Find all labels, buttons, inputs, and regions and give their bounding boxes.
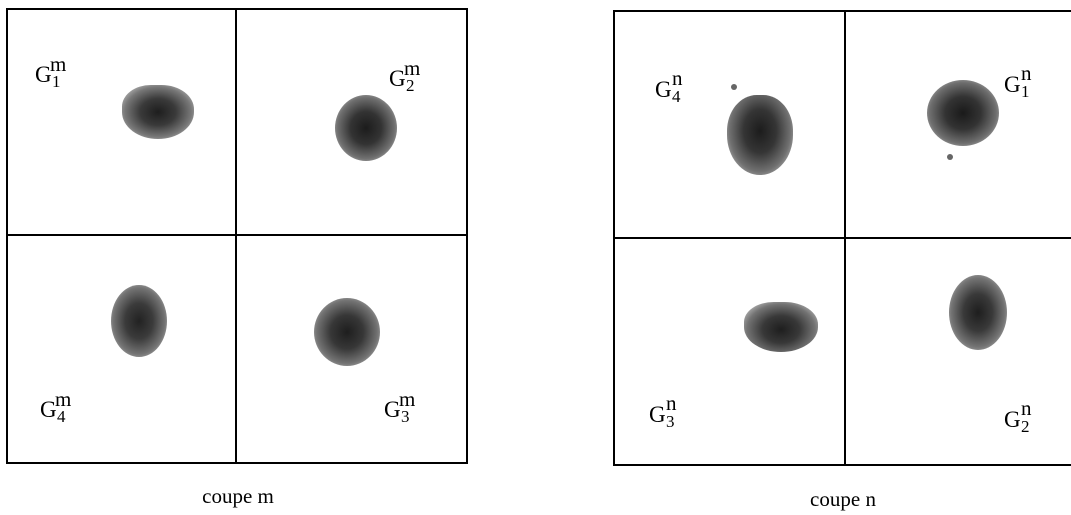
label-g4-n: G n 4	[655, 66, 683, 106]
spot-g4-m	[111, 285, 167, 357]
label-g3-m: G m 3	[384, 387, 416, 426]
label-g1-n: G n 1	[1004, 61, 1032, 101]
caption-coupe-m: coupe m	[202, 484, 274, 508]
label-g1-m: G m 1	[35, 52, 67, 91]
divider-horizontal-m	[6, 234, 468, 236]
spot-g1-m	[122, 85, 194, 139]
spot-g3-n	[744, 302, 818, 352]
label-g3-n: G n 3	[649, 391, 677, 431]
divider-vertical-m	[235, 8, 237, 464]
panel-coupe-m	[6, 8, 468, 464]
caption-coupe-n: coupe n	[810, 487, 876, 511]
label-g2-n: G n 2	[1004, 396, 1032, 436]
spot-g1-n	[927, 80, 999, 146]
label-g4-m: G m 4	[40, 387, 72, 426]
spot-g2-m	[335, 95, 397, 161]
label-g2-m: G m 2	[389, 56, 421, 95]
divider-horizontal-n	[613, 237, 1071, 239]
spot-g1-n-speck	[947, 154, 953, 160]
spot-g3-m	[314, 298, 380, 366]
spot-g4-n-speck	[731, 84, 737, 90]
spot-g2-n	[949, 275, 1007, 350]
spot-g4-n	[727, 95, 793, 175]
